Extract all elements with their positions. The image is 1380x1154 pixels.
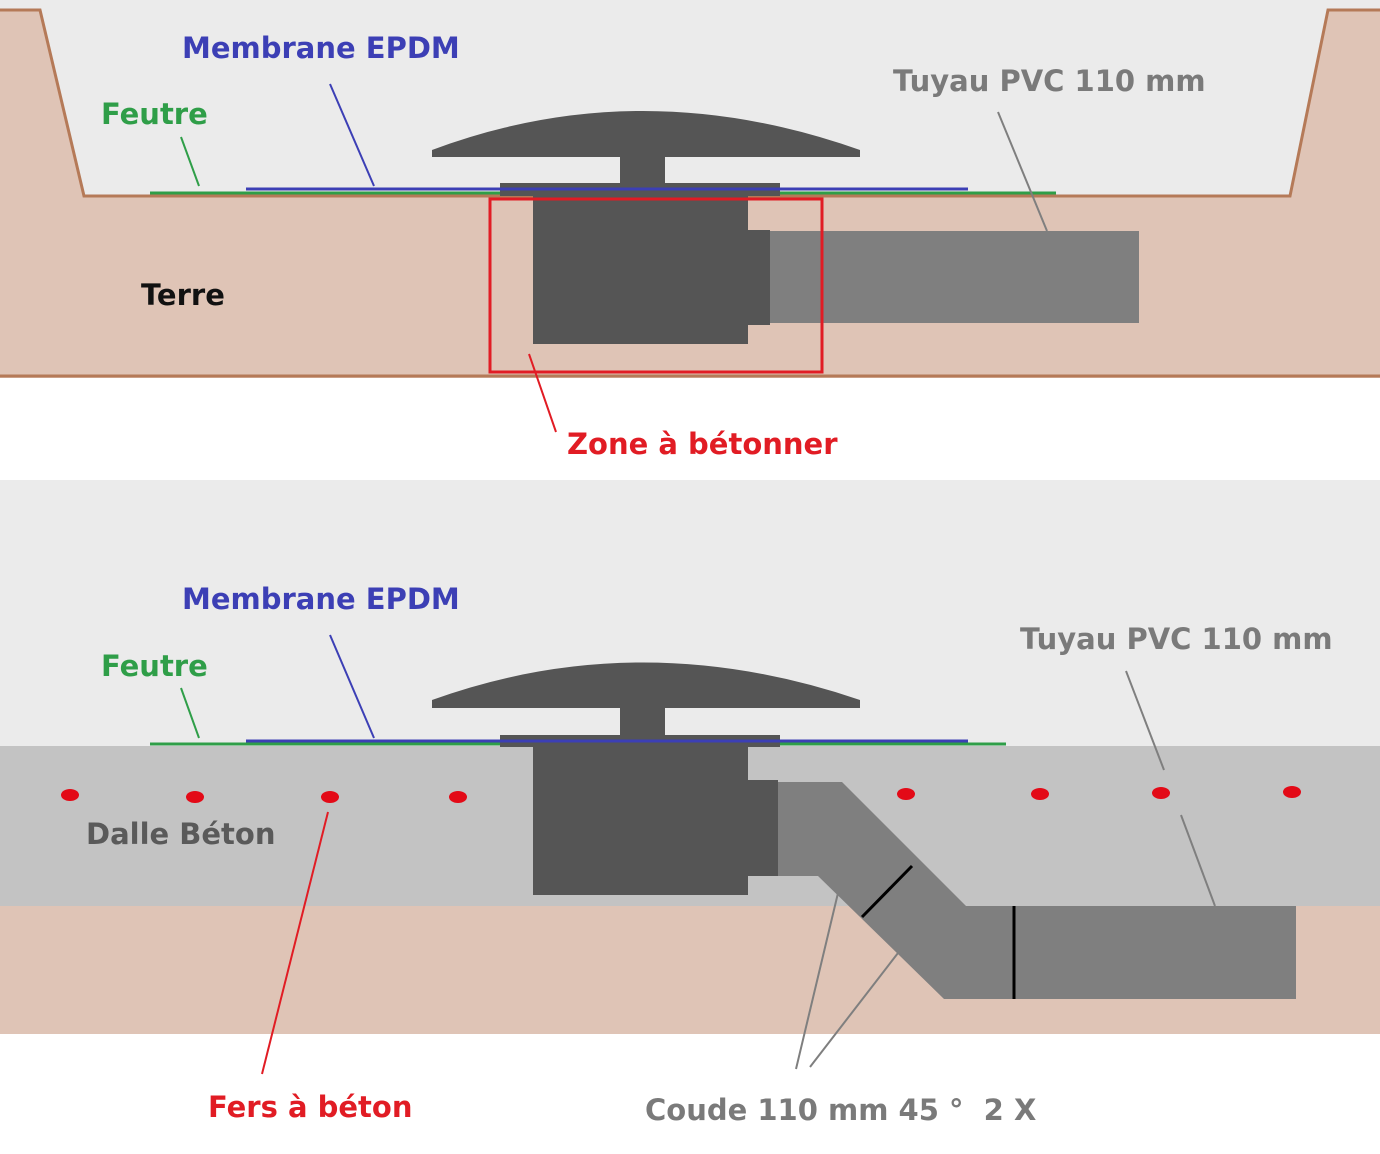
rebar-dot [897,788,915,800]
top-drain-body [533,196,748,344]
top-felt-label: Feutre [101,97,208,131]
bottom-membrane-leader [329,634,375,739]
top-pipe-label: Tuyau PVC 110 mm [893,64,1206,98]
bottom-felt-label: Feutre [101,649,208,683]
top-membrane-label: Membrane EPDM [182,31,460,65]
bottom-drain-outlet [748,780,778,876]
zone-leader [528,353,557,433]
bottom-pipe-label: Tuyau PVC 110 mm [1020,622,1333,656]
top-membrane-leader [329,83,375,187]
bottom-pipe-leader-upper [1125,670,1165,771]
rebar-dot [449,791,467,803]
rebar-dot [1031,788,1049,800]
rebar-dot [1283,786,1301,798]
bottom-drain-body [533,747,748,895]
top-pvc-pipe [770,231,1139,323]
top-drain-outlet [748,230,770,325]
elbow-leader-2 [809,952,899,1068]
top-section: Membrane EPDM Feutre Tuyau PVC 110 mm Te… [0,0,1380,461]
rebar-dot [186,791,204,803]
bottom-membrane-label: Membrane EPDM [182,582,460,616]
soil-label: Terre [141,278,225,312]
concrete-zone-outline [488,197,824,374]
elbow-leader-1 [795,892,839,1070]
bottom-section: Membrane EPDM Feutre Tuyau PVC 110 mm Da… [0,480,1380,1127]
top-drain-grate [432,111,860,186]
rebar-dot [1152,787,1170,799]
elbow-joint-1 [860,864,914,919]
bottom-pvc-pipe-with-elbows [778,782,1296,999]
rebar-label: Fers à béton [208,1090,413,1124]
top-pipe-leader [997,111,1048,232]
rebar-dots [61,786,1301,803]
bottom-felt-leader [180,687,200,739]
bottom-drain-grate [432,662,860,737]
rebar-dot [321,791,339,803]
slab-label: Dalle Béton [86,817,276,851]
rebar-dot [61,789,79,801]
elbow-label: Coude 110 mm 45 ° 2 X [645,1093,1036,1127]
zone-label: Zone à bétonner [567,427,838,461]
top-felt-leader [180,136,200,187]
rebar-leader [261,811,329,1075]
bottom-pipe-leader-lower [1180,814,1216,907]
